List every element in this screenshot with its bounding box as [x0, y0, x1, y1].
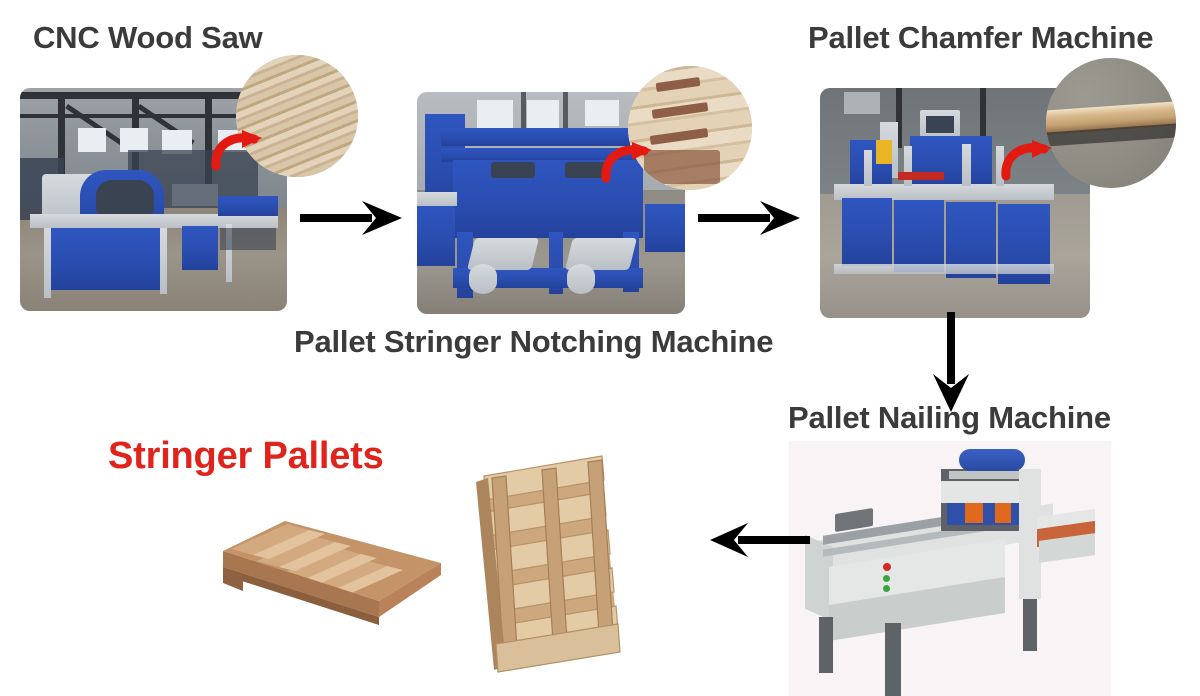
guide-post	[996, 146, 1004, 186]
photo-pallet-nailing-machine	[789, 441, 1111, 696]
nail-gun-head	[995, 503, 1011, 523]
conveyor-rail	[30, 214, 278, 228]
nail-gun-head	[965, 503, 983, 523]
machine-leg	[1023, 599, 1037, 651]
notch-block	[644, 150, 720, 184]
machine-rail	[834, 264, 1054, 274]
roof-beam	[20, 92, 287, 99]
factory-window	[585, 100, 619, 126]
gantry-column	[1019, 469, 1041, 599]
column	[205, 96, 212, 196]
factory-window	[527, 100, 559, 128]
machine-base	[50, 228, 160, 290]
column	[521, 92, 526, 138]
conveyor-shadow	[220, 228, 276, 250]
factory-window	[120, 128, 148, 152]
conveyor-side-right	[645, 204, 685, 252]
factory-window	[844, 92, 880, 114]
machine-lower-frame	[453, 268, 643, 288]
cutter-head	[491, 162, 535, 178]
machine-top-frame	[441, 148, 637, 162]
nail-gun-row	[949, 471, 1029, 479]
red-curved-arrow-saw	[210, 130, 266, 172]
column	[563, 92, 568, 136]
conveyor-leg	[160, 228, 167, 294]
machine-back-panel	[910, 136, 992, 188]
machine-cabinet	[182, 226, 218, 270]
result-label-stringer-pallets: Stringer Pallets	[108, 435, 384, 477]
wood-stack-texture	[236, 55, 358, 177]
conveyor-leg	[226, 224, 232, 282]
step-label-cnc-wood-saw: CNC Wood Saw	[33, 20, 263, 55]
conveyor-side	[218, 196, 278, 216]
inset-chamfered-board-closeup	[1046, 58, 1176, 188]
machine-top-frame	[441, 128, 637, 146]
guide-post	[904, 146, 912, 186]
step-label-pallet-nailing-machine: Pallet Nailing Machine	[788, 400, 1111, 435]
cutter-head	[565, 162, 609, 178]
column	[896, 88, 902, 148]
control-screen	[926, 116, 954, 133]
conveyor-leg	[44, 228, 51, 298]
start-button[interactable]	[883, 575, 890, 582]
machine-window	[96, 180, 154, 214]
start-button[interactable]	[883, 585, 890, 592]
pallet-angled-view	[470, 452, 660, 674]
machine-cabinet	[842, 198, 892, 266]
emergency-stop-button[interactable]	[883, 563, 891, 571]
red-curved-arrow-chamfer	[1000, 140, 1056, 182]
pallet-flat-view	[213, 505, 441, 655]
factory-window	[78, 128, 106, 152]
red-curved-arrow-notching	[600, 142, 656, 184]
guide-post	[864, 150, 872, 186]
inset-wood-stack-closeup	[236, 55, 358, 177]
machine-table	[834, 184, 1054, 200]
factory-window	[477, 100, 513, 130]
machine-body	[453, 160, 643, 238]
arrow-chamfer-to-nailing	[930, 312, 972, 412]
red-rollers	[898, 172, 944, 180]
arrow-notching-to-chamfer	[698, 198, 802, 238]
step-label-pallet-stringer-notching: Pallet Stringer Notching Machine	[294, 324, 774, 359]
gantry-panel	[941, 481, 1037, 503]
arrow-saw-to-notching	[300, 198, 404, 238]
guide-post	[962, 144, 971, 186]
air-tank	[959, 449, 1025, 471]
machine-leg	[819, 617, 833, 673]
column	[980, 88, 986, 144]
step-label-pallet-chamfer-machine: Pallet Chamfer Machine	[808, 20, 1154, 55]
photo-pallet-chamfer-machine	[820, 88, 1090, 318]
conveyor-table	[417, 192, 457, 206]
column	[58, 96, 65, 206]
arrow-nailing-to-pallets	[710, 520, 810, 560]
machine-leg	[885, 623, 901, 696]
yellow-control-box	[876, 140, 892, 164]
dust-pipe	[567, 264, 595, 294]
machine-cabinet	[894, 200, 944, 272]
conveyor-side	[417, 204, 455, 266]
dust-pipe	[469, 264, 497, 294]
inset-notched-stringers-closeup	[628, 66, 752, 190]
